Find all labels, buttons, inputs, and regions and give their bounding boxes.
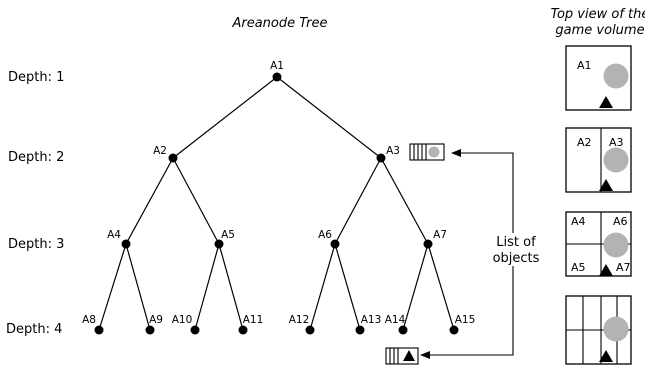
top-view-panel-depth-2: A2 A3 [565,127,632,193]
edge-a6-a13 [334,243,361,331]
circle-object-icon [428,146,440,158]
depth-label-4: Depth: 4 [6,322,62,337]
top-view-panel-depth-1: A1 [565,45,632,111]
node-a12 [305,325,315,335]
node-a2 [168,153,178,163]
circle-object-icon [603,232,629,258]
diagram-title: Areanode Tree [231,16,327,31]
triangle-object-icon [599,96,613,108]
circle-object-icon [603,63,629,89]
edge-a1-a3 [276,76,382,159]
node-label-a12: A12 [289,314,310,326]
node-a11 [238,325,248,335]
node-label-a6: A6 [318,229,332,241]
top-view-panel-depth-3: A4 A6 A5 A7 [565,211,632,277]
list-arrows [420,149,514,359]
node-a4 [121,239,131,249]
list-of-objects-label-line1: List of [496,235,536,250]
circle-object-icon [603,147,629,173]
node-a8 [94,325,104,335]
edge-a3-a6 [334,157,382,245]
node-label-a9: A9 [149,314,163,326]
node-label-a1: A1 [270,60,284,72]
object-list-a14 [385,347,419,365]
tree-edges [98,76,455,331]
top-view-title-line1: Top view of the [551,7,645,22]
node-label-a10: A10 [172,314,193,326]
panel-label-a1: A1 [577,59,592,72]
node-label-a4: A4 [107,229,121,241]
node-a6 [330,239,340,249]
panel-label-a6: A6 [613,215,628,228]
depth-label-2: Depth: 2 [8,150,64,165]
triangle-object-icon [599,179,613,191]
edge-a4-a8 [98,243,127,331]
node-label-a15: A15 [455,314,476,326]
edge-a6-a12 [309,243,336,331]
edge-a7-a15 [427,243,455,331]
node-a3 [376,153,386,163]
list-of-objects-label-line2: objects [493,251,540,266]
node-label-a14: A14 [385,314,406,326]
edge-a2-a5 [172,157,220,245]
object-list-icon [385,347,419,365]
node-a10 [190,325,200,335]
edge-a5-a11 [218,243,244,331]
edge-a5-a10 [194,243,220,331]
depth-label-1: Depth: 1 [8,70,64,85]
node-a13 [355,325,365,335]
node-label-a3: A3 [386,145,400,157]
triangle-object-icon [403,350,415,361]
node-a15 [449,325,459,335]
node-a7 [423,239,433,249]
top-view-title-line2: game volume [555,23,644,38]
node-label-a7: A7 [433,229,447,241]
node-a9 [145,325,155,335]
edge-a4-a9 [125,243,151,331]
edge-a3-a7 [380,157,429,245]
node-label-a5: A5 [221,229,235,241]
triangle-object-icon [599,264,613,276]
node-a14 [398,325,408,335]
node-label-a8: A8 [82,314,96,326]
node-label-a11: A11 [243,314,264,326]
panel-label-a5: A5 [571,261,586,274]
node-a5 [214,239,224,249]
arrow-icon [451,149,514,233]
object-list-a3 [409,143,445,161]
edge-a2-a4 [125,157,174,245]
edge-a7-a14 [402,243,429,331]
panel-label-a4: A4 [571,215,586,228]
tree-nodes [94,72,459,335]
arrow-icon [420,266,514,359]
node-labels: A1 A2 A3 A4 A5 A6 A7 A8 A9 A10 A11 A12 A… [82,60,475,326]
node-label-a13: A13 [361,314,382,326]
depth-label-3: Depth: 3 [8,237,64,252]
panel-label-a3: A3 [609,136,624,149]
edge-a1-a2 [172,76,278,159]
node-a1 [272,72,282,82]
top-view-panel-depth-4 [565,295,632,365]
triangle-object-icon [599,350,613,362]
panel-label-a2: A2 [577,136,592,149]
circle-object-icon [603,316,629,342]
node-label-a2: A2 [153,145,167,157]
panel-label-a7: A7 [616,261,631,274]
